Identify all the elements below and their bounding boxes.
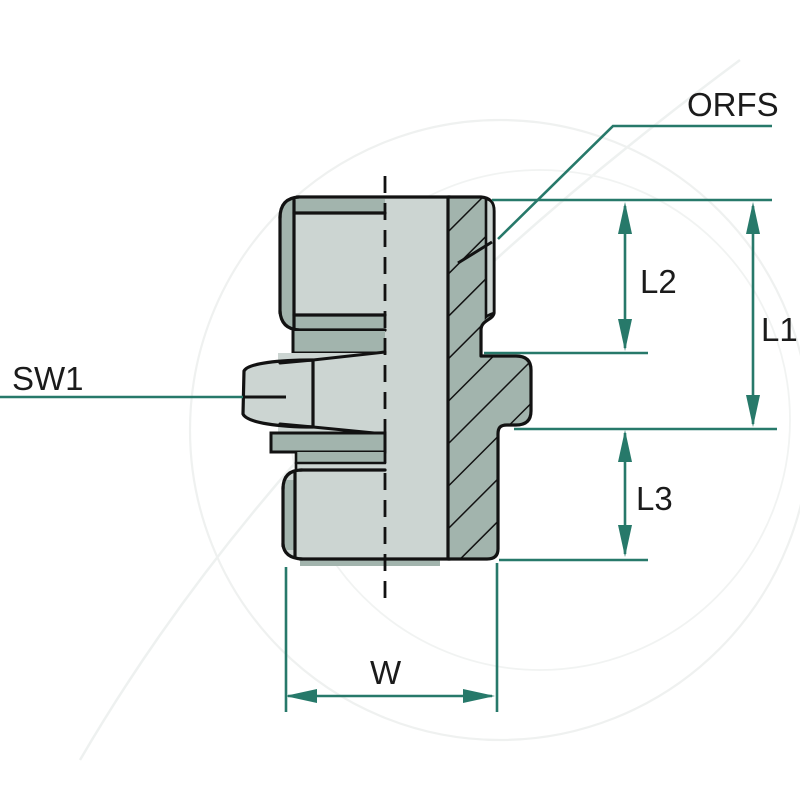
l2-arrow-up	[618, 202, 632, 234]
orfs-leader-tip	[457, 240, 493, 265]
label-l1: L1	[761, 311, 798, 348]
label-l2: L2	[640, 263, 677, 300]
label-orfs: ORFS	[687, 86, 779, 123]
washer-groove-section	[269, 431, 387, 472]
dimension-arrowheads	[285, 202, 760, 703]
l3-arrow-down	[618, 525, 632, 557]
w-arrow-right	[463, 689, 495, 703]
lower-body-section	[281, 468, 452, 566]
l3-arrow-up	[618, 430, 632, 462]
label-l3: L3	[636, 480, 673, 517]
l1-arrow-down	[746, 395, 760, 427]
bore-region	[385, 197, 448, 559]
cross-section-hatched	[446, 195, 533, 561]
fitting-body	[241, 176, 533, 598]
label-w: W	[370, 654, 402, 691]
neck-section	[291, 329, 387, 355]
hex-sw1	[241, 350, 387, 436]
dimension-labels: ORFS SW1 L2 L1 L3 W	[12, 86, 798, 691]
label-sw1: SW1	[12, 360, 84, 397]
nut-outer-skirt	[484, 197, 496, 321]
l2-arrow-down	[618, 319, 632, 351]
orfs-leader-line	[497, 124, 772, 240]
orfs-nut-section	[278, 195, 452, 332]
w-arrow-left	[285, 689, 317, 703]
l1-arrow-up	[746, 202, 760, 234]
